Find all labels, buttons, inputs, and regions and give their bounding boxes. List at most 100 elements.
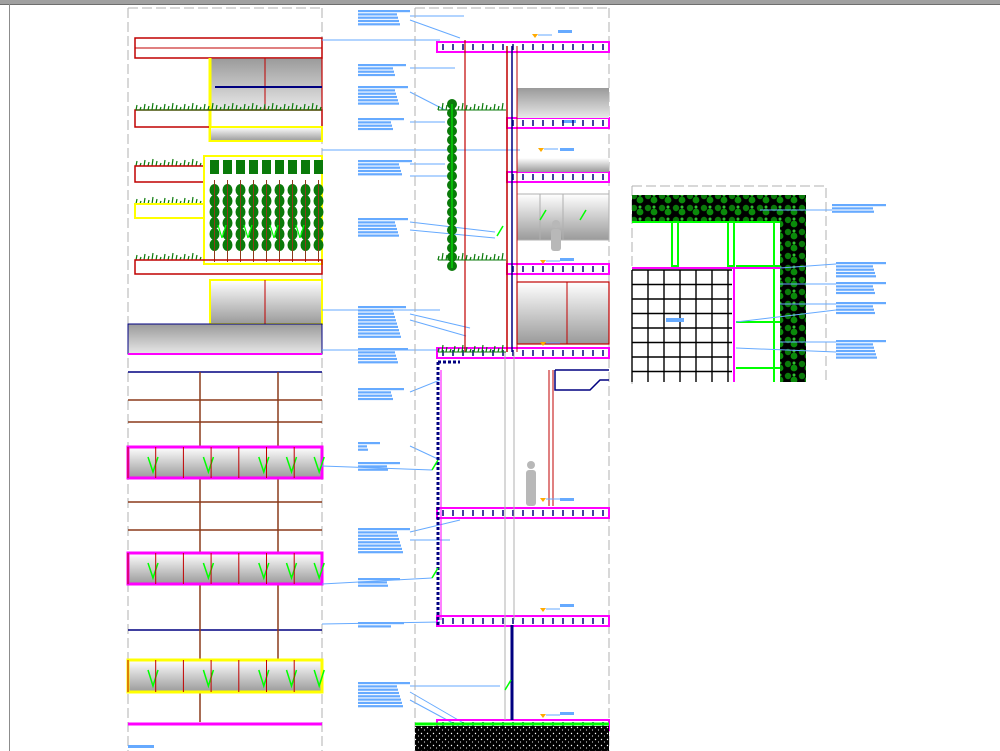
annotation-text-line — [358, 547, 402, 550]
annotation-text-line — [832, 207, 873, 210]
annotation-text-line — [358, 701, 402, 704]
annotation-text-line — [358, 218, 408, 221]
facade-elevation-view[interactable] — [126, 7, 325, 751]
annotation-text-line — [358, 581, 387, 584]
level-marker — [540, 714, 546, 718]
level-label — [560, 498, 574, 501]
planter-band — [126, 551, 324, 586]
leader-line — [321, 577, 433, 585]
detail-leader-line — [779, 263, 837, 269]
annotation-text-line — [358, 13, 397, 16]
annotation-text-line — [358, 682, 410, 685]
annotation-text-line — [358, 169, 401, 173]
annotation-text-line — [358, 92, 396, 95]
annotation-text-line — [358, 121, 391, 124]
level-label — [560, 258, 574, 261]
level-marker — [540, 608, 546, 612]
annotation-text-line — [832, 210, 874, 213]
annotation-text-line — [358, 448, 368, 451]
annotation-text-line — [836, 311, 875, 315]
annotation-text-line — [358, 160, 412, 163]
hedge-block — [223, 160, 232, 174]
annotation-text-line — [358, 163, 399, 166]
annotation-text-line — [358, 124, 392, 127]
hedge-block — [301, 160, 310, 174]
annotation-text-line — [358, 102, 399, 105]
annotation-text-line — [358, 391, 391, 394]
hedge-block — [275, 160, 284, 174]
leader-line — [409, 519, 461, 533]
annotation-text-line — [358, 584, 388, 587]
annotation-text-line — [358, 231, 398, 234]
hedge-block — [288, 160, 297, 174]
hedge-block — [249, 160, 258, 174]
annotation-text-line — [358, 224, 396, 227]
floor-slab — [436, 615, 610, 627]
annotation-text-line — [836, 308, 874, 311]
annotation-text-line — [358, 388, 404, 391]
annotation-text-line — [358, 335, 401, 338]
annotation-text-line — [358, 541, 400, 544]
annotation-text-line — [358, 166, 400, 169]
annotation-text-line — [836, 343, 873, 346]
annotation-text-line — [358, 234, 399, 237]
hedge-block — [236, 160, 245, 174]
annotation-text-line — [836, 302, 886, 305]
annotation-text-line — [836, 346, 874, 349]
annotation-text-line — [836, 282, 886, 285]
annotation-text-line — [358, 534, 398, 537]
annotation-text-line — [358, 531, 397, 534]
annotation-text-line — [358, 322, 397, 325]
annotation-text-line — [358, 118, 404, 121]
annotation-text-line — [358, 315, 395, 319]
annotation-text-line — [358, 332, 400, 335]
level-label — [560, 712, 574, 715]
annotation-text-line — [358, 348, 408, 351]
level-marker — [540, 498, 546, 502]
annotation-text-line — [358, 19, 399, 23]
hedge-block — [210, 160, 219, 174]
annotation-text-line — [358, 89, 395, 92]
annotation-text-line — [358, 625, 391, 628]
leader-line — [321, 621, 441, 625]
annotation-text-line — [836, 288, 874, 291]
annotation-text-line — [358, 64, 406, 67]
annotation-text-line — [836, 291, 875, 295]
annotation-text-line — [358, 685, 397, 688]
annotation-text-line — [358, 705, 403, 708]
annotation-text-line — [836, 356, 877, 359]
annotation-callouts[interactable] — [358, 10, 576, 715]
annotation-text-line — [358, 306, 406, 309]
annotation-text-line — [358, 698, 401, 701]
floor-slab — [436, 347, 610, 359]
annotation-text-line — [358, 86, 408, 89]
annotation-text-line — [358, 357, 397, 361]
wall-section-view[interactable] — [414, 7, 610, 751]
annotation-text-line — [358, 173, 402, 176]
detail-annotation-callouts[interactable] — [735, 204, 886, 359]
annotation-text-line — [358, 528, 410, 531]
leader-line — [409, 313, 471, 329]
annotation-text-line — [836, 275, 876, 278]
leader-line — [409, 319, 467, 337]
annotation-text-line — [358, 578, 400, 581]
annotation-text-line — [836, 353, 876, 356]
detail-leader-line — [735, 347, 837, 353]
annotation-text-line — [358, 99, 398, 102]
level-marker — [532, 34, 538, 38]
annotation-text-line — [358, 695, 400, 698]
annotation-text-line — [358, 10, 410, 13]
annotation-leader-lines — [321, 15, 520, 729]
green-roof-corner-detail[interactable] — [631, 185, 827, 384]
annotation-text-line — [358, 312, 394, 315]
annotation-text-line — [358, 397, 393, 401]
annotation-text-line — [358, 354, 396, 357]
annotation-text-line — [358, 325, 398, 328]
annotation-text-line — [836, 262, 886, 265]
annotation-text-line — [358, 95, 397, 99]
annotation-text-line — [358, 361, 398, 364]
annotation-text-line — [358, 544, 401, 547]
annotation-text-line — [358, 127, 393, 131]
